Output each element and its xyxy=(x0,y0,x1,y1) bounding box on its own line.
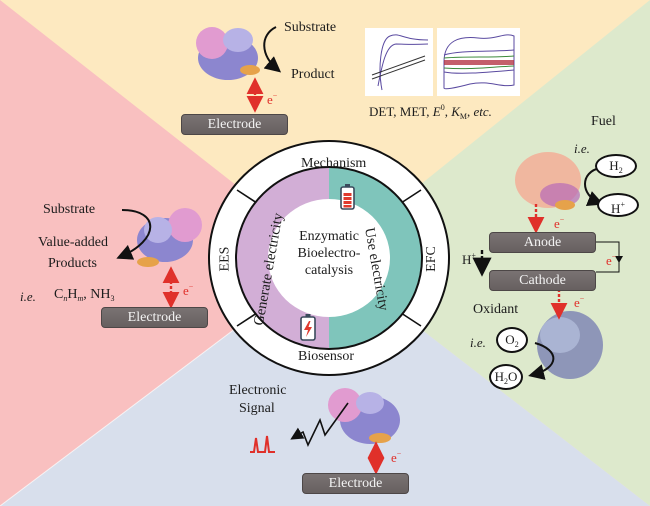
ring-label-mechanism: Mechanism xyxy=(301,156,367,171)
fuel-oxidation-arrow xyxy=(584,167,604,206)
anode-electrode: Anode xyxy=(489,232,596,253)
quadrant-right-efc xyxy=(329,0,650,506)
battery-charging-icon xyxy=(300,314,316,341)
biosensor-electron-label: e− xyxy=(391,449,402,465)
fuel-proton-bubble: H+ xyxy=(597,193,639,217)
biosensor-signal-line2: Signal xyxy=(239,401,275,416)
ees-example-products: CnHm, NH3 xyxy=(54,287,115,303)
ees-electrode: Electrode xyxy=(101,307,208,328)
efc-oxidant-ie-label: i.e. xyxy=(470,335,486,350)
enzyme-icon xyxy=(196,27,260,80)
cathode-electrode: Cathode xyxy=(489,270,596,291)
efc-oxidant-label: Oxidant xyxy=(473,302,519,317)
ees-products-line1: Value-added xyxy=(38,235,108,250)
ees-ie-label: i.e. xyxy=(20,289,36,304)
fuel-h2-bubble: H2 xyxy=(595,154,637,178)
mechanism-product-label: Product xyxy=(291,67,335,82)
oxidant-reduction-arrow xyxy=(528,342,555,380)
ees-electron-label: e− xyxy=(183,282,194,298)
mechanism-substrate-label: Substrate xyxy=(284,20,337,35)
enzyme-icon xyxy=(328,388,400,444)
cv-plot-left xyxy=(365,28,433,96)
oxidant-o2-bubble: O2 xyxy=(496,327,528,353)
efc-electron-label-cathode: e− xyxy=(574,294,585,310)
biosensor-signal-line1: Electronic xyxy=(229,383,287,398)
signal-peaks-icon xyxy=(250,435,275,453)
center-title-line: catalysis xyxy=(304,263,354,278)
characterization-caption: DET, MET, E0, KM, etc. xyxy=(369,103,492,121)
signal-lightning-arrow xyxy=(290,402,349,448)
center-title-line: Enzymatic xyxy=(299,229,359,244)
biosensor-electrode: Electrode xyxy=(302,473,409,494)
quadrant-bottom-biosensor xyxy=(0,258,650,506)
efc-electron-label-circuit: e− xyxy=(606,252,617,268)
ees-products-line2: Products xyxy=(48,256,97,271)
substrate-to-product-arrow xyxy=(116,209,152,260)
mechanism-electron-label: e− xyxy=(267,91,278,107)
substrate-to-product-arrow xyxy=(263,26,282,73)
ring-label-biosensor: Biosensor xyxy=(298,349,354,364)
product-h2o-bubble: H2O xyxy=(489,364,523,390)
mechanism-electrode: Electrode xyxy=(181,114,288,135)
battery-full-icon xyxy=(340,184,355,210)
enzyme-icon xyxy=(515,152,581,210)
ees-substrate-label: Substrate xyxy=(43,202,96,217)
efc-fuel-label: Fuel xyxy=(591,114,616,129)
efc-electron-label-anode: e− xyxy=(554,215,565,231)
center-hub xyxy=(268,199,390,317)
center-title-line: Bioelectro- xyxy=(297,246,361,261)
center-title: Enzymatic Bioelectro- catalysis xyxy=(279,228,379,279)
efc-fuel-ie-label: i.e. xyxy=(574,141,590,156)
efc-proton-label: H+ xyxy=(462,251,476,267)
